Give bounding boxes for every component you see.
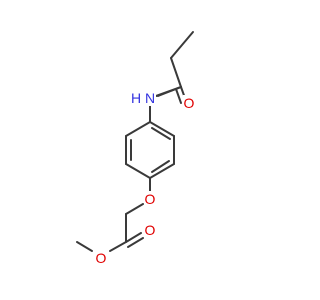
bond-ch2-ch2 [170,57,182,88]
amide-oxygen-label: O [184,95,195,111]
ring-bond-6 [125,121,151,137]
nitrogen-atom: N [144,90,156,106]
bond-amide-carbonyl-2 [175,88,182,104]
bond-ester-carbonyl-2 [127,237,144,248]
ester-oxygen-label: O [96,250,107,266]
bond-ester-oxygen-methyl [76,241,93,252]
ester-carbonyl-oxygen-atom: O [144,222,156,238]
structure-canvas: N H O O O O [76,31,195,266]
ether-oxygen-label: O [145,191,156,207]
ring-bond-1 [149,121,175,137]
molecule-structure-diagram: N H O O O O [76,31,195,266]
bond-ether-oxygen-ch2 [125,203,144,215]
bond-ester-carbonyl-1 [125,232,142,243]
nitrogen-label: N [145,90,155,106]
ester-carbonyl-oxygen-label: O [145,222,156,238]
ring-bond-3 [149,163,175,179]
ether-oxygen-atom: O [144,191,156,207]
ring-double-1 [151,127,171,140]
amide-oxygen-atom: O [183,95,195,111]
bond-ch3-ch2 [170,31,194,59]
ester-oxygen-atom: O [95,250,107,266]
hydrogen-label: H [131,90,141,106]
hydrogen-atom: H [130,90,142,106]
ring-bond-4 [125,163,151,179]
bond-carbonyl-nitrogen [157,86,182,97]
bond-ester-carbon-oxygen [109,241,127,252]
ring-double-2 [151,160,170,173]
